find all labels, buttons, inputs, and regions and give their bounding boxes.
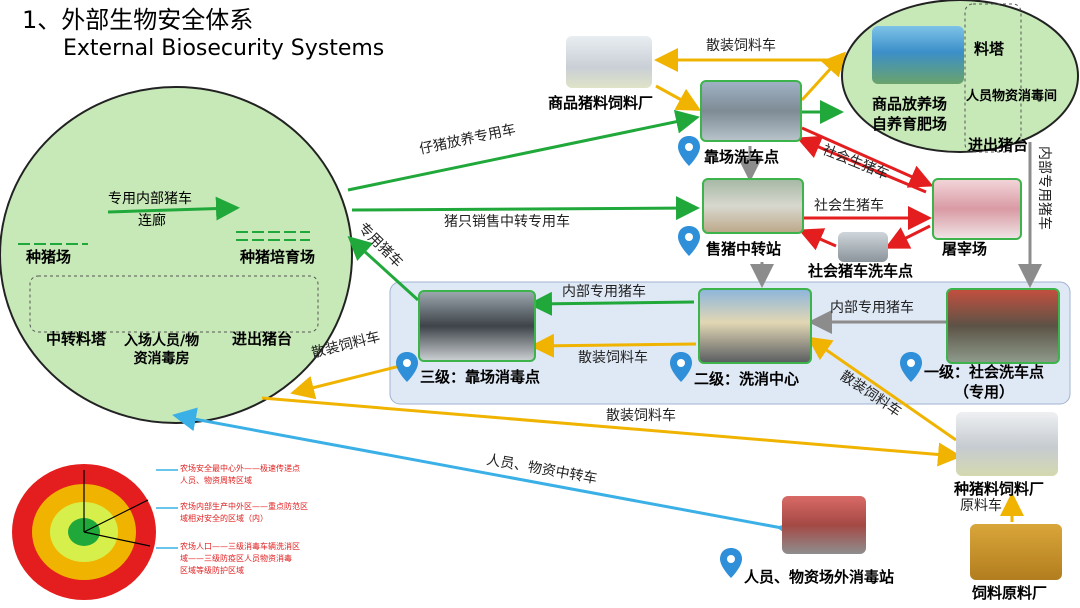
node-loading-platform: 进出猪台 [232, 330, 293, 348]
node-slaughterhouse: 屠宰场 [942, 240, 988, 258]
node-transfer-tower: 中转料塔 [46, 330, 107, 348]
page-title: 1、外部生物安全体系 [22, 6, 254, 34]
pin-icon [678, 226, 700, 256]
arrow-internal-mid [528, 291, 695, 316]
breeding-feed-mill-photo [956, 412, 1058, 476]
legend-line-3c: 区域等级防护区域 [180, 566, 244, 575]
node-feed-tower: 料塔 [974, 40, 1005, 58]
arrow-social-wash-b [798, 228, 837, 251]
legend-line-2: 农场内部生产中外区——重点防范区 [180, 502, 308, 511]
node-farm-wash-point: 靠场洗车点 [704, 148, 780, 166]
sale-station-photo [702, 178, 804, 234]
pin-icon [900, 352, 922, 382]
node-external-station: 人员、物资场外消毒站 [744, 568, 895, 586]
node-raw-material-plant: 饲料原料厂 [972, 584, 1048, 602]
arrow-bulk-diag [807, 336, 957, 442]
arrow-piglet [347, 109, 700, 192]
arrow-feed-to-wash [655, 84, 702, 111]
node-level2: 二级：洗消中心 [694, 370, 800, 388]
pin-icon [720, 548, 742, 578]
edge-internal-car-right: 内部专用猪车 [1036, 146, 1052, 230]
edge-bulk-feed-top: 散装饲料车 [706, 38, 776, 54]
external-station-photo [782, 496, 866, 554]
node-breeding-farm: 种猪场 [26, 248, 72, 266]
legend-line-3: 农场人口——三级消毒车辆洗消区 [180, 542, 300, 551]
arrow-special [347, 235, 420, 302]
legend-line-1: 农场安全最中心外——极速传递点 [180, 464, 300, 473]
pin-icon [670, 352, 692, 382]
legend-line-1b: 人员、物资周转区域 [180, 476, 252, 485]
node-breeding-nursery: 种猪培育场 [240, 248, 316, 266]
node-breeding-feed-mill: 种猪料饲料厂 [954, 480, 1045, 498]
legend-line-3b: 域——三级防疫区人员物资消毒 [180, 554, 292, 563]
node-entry-disinfect: 入场人员/物 资消毒房 [124, 333, 200, 367]
edge-social-car-2: 社会生猪车 [814, 198, 884, 214]
pin-icon [396, 352, 418, 382]
legend-line-2b: 域相对安全的区域（内） [180, 514, 268, 523]
raw-material-photo [970, 524, 1062, 580]
node-loading-platform-2: 进出猪台 [968, 136, 1029, 154]
node-social-wash: 社会猪车洗车点 [808, 262, 914, 280]
edge-sale-car: 猪只销售中转专用车 [444, 214, 570, 230]
level2-photo [698, 288, 812, 364]
edge-bulk-feed-long: 散装饲料车 [606, 408, 676, 424]
level3-photo [418, 290, 536, 362]
slaughterhouse-photo [932, 178, 1022, 240]
edge-bulk-feed-mid: 散装饲料车 [578, 350, 648, 366]
label-corridor: 连廊 [138, 213, 166, 229]
label-internal-car: 专用内部猪车 [108, 191, 192, 207]
arrow-social-wash [884, 224, 931, 249]
arrow-bulk-long [261, 396, 962, 467]
fattening-farm-photo [872, 26, 964, 84]
social-wash-photo [838, 232, 888, 262]
node-commercial-feed-mill: 商品猪料饲料厂 [548, 94, 654, 112]
node-fattening-farm: 商品放养场 自养育肥场 [872, 95, 948, 133]
commercial-feed-mill-photo [566, 36, 652, 88]
node-level3: 三级：靠场消毒点 [420, 368, 541, 386]
farm-wash-photo [700, 80, 802, 142]
arrow-personnel [172, 407, 802, 544]
level1-photo [946, 288, 1060, 364]
edge-internal-car-mid: 内部专用猪车 [562, 284, 646, 300]
edge-raw-material-car: 原料车 [960, 498, 1002, 514]
arrow-social1b [796, 135, 927, 194]
edge-internal-car-top: 内部专用猪车 [830, 300, 914, 316]
pin-icon [678, 136, 700, 166]
arrow-wash-to-tower [800, 51, 847, 102]
node-personnel-disinfect: 人员物资消毒间 [966, 89, 1058, 104]
corridor-arrow [107, 196, 240, 221]
node-level1: 一级：社会洗车点 （专用） [924, 363, 1045, 401]
arrow-sale [351, 196, 700, 221]
legend-rings [12, 464, 178, 600]
arrow-bulk-left [290, 360, 417, 400]
arrow-bulk-mid [530, 333, 697, 358]
node-pig-sale-station: 售猪中转站 [706, 240, 782, 258]
page-subtitle: External Biosecurity Systems [63, 36, 385, 61]
